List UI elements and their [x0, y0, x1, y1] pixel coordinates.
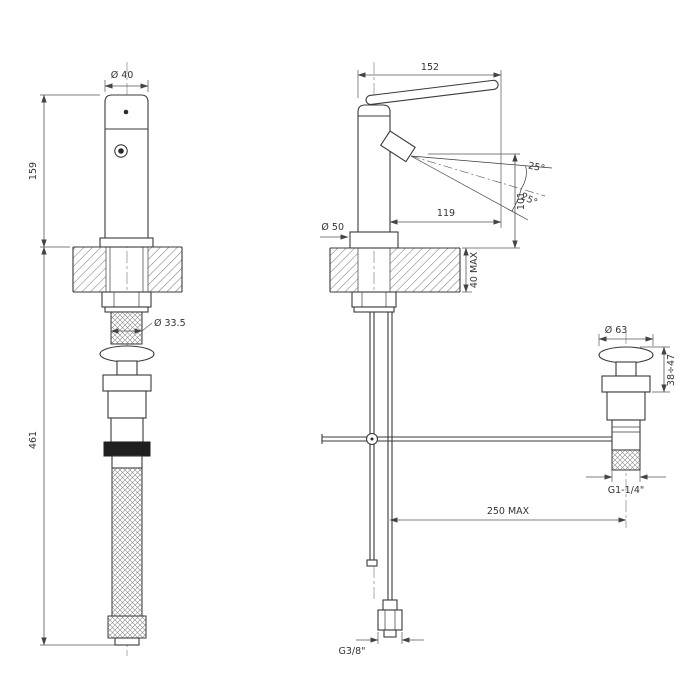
- dim-waste-reach-max: 250 MAX: [487, 506, 530, 517]
- front-dimensions: Ø 40 159 461 Ø 33.5: [28, 70, 186, 646]
- dim-shank-diameter: Ø 33.5: [154, 318, 186, 329]
- label-waste-thread: G1-1/4": [608, 485, 645, 496]
- countertop-front: [72, 246, 183, 293]
- washer-front: [104, 306, 149, 313]
- dim-waste-cap-diameter: Ø 63: [605, 325, 628, 336]
- base-escutcheon: [349, 231, 399, 249]
- set-screw-dot: [123, 109, 129, 115]
- mounting-hardware-front: [101, 291, 152, 345]
- faucet-body-side: [349, 79, 499, 249]
- mounting-nut-front: [101, 291, 152, 308]
- mounting-hardware-side: [351, 291, 397, 313]
- base-flange-front: [99, 237, 154, 248]
- spout-side: [379, 130, 416, 163]
- dim-overall-depth: 152: [421, 62, 439, 73]
- flex-hoses-front: [107, 467, 147, 646]
- threaded-shank-front: [110, 311, 143, 345]
- waste-cap-front: [99, 345, 155, 363]
- side-view: 25° 25°: [321, 62, 654, 638]
- supply-fitting: [377, 599, 403, 638]
- spray-axis: [410, 155, 546, 197]
- lift-rod-end: [366, 559, 378, 567]
- front-view: [72, 62, 183, 656]
- lever-handle: [365, 79, 499, 105]
- spray-cone: 25° 25°: [410, 155, 553, 221]
- braided-hose: [111, 467, 143, 617]
- dim-deck-thickness-max: 40 MAX: [469, 251, 480, 288]
- label-supply-thread: G3/8": [338, 646, 365, 657]
- dim-spray-angle-upper: 25°: [527, 161, 546, 175]
- mounting-nut-side: [351, 291, 397, 308]
- dim-top-diameter: Ø 40: [111, 70, 134, 81]
- waste-seal-band: [103, 441, 151, 457]
- dim-waste-height-range: 38÷47: [666, 354, 677, 386]
- popup-waste-side: [598, 332, 654, 528]
- popup-waste-front: [99, 345, 155, 469]
- dim-below-deck-height: 461: [28, 431, 39, 449]
- supply-nut: [377, 609, 403, 631]
- washer-side: [353, 306, 395, 313]
- waste-thread-section: [611, 449, 641, 471]
- countertop-side: [329, 247, 461, 293]
- hose-fitting-front: [107, 615, 147, 639]
- popup-rod-and-supply: [321, 312, 612, 600]
- faucet-body-front: [99, 94, 154, 248]
- waste-cap-side: [598, 346, 654, 364]
- dim-spout-reach: 119: [437, 208, 455, 219]
- side-dimensions: 152 119 101 Ø 50 40 MAX Ø 63 38÷47 G1-1/…: [320, 62, 677, 657]
- dim-base-diameter: Ø 50: [321, 222, 344, 233]
- dim-spout-height: 101: [516, 192, 527, 210]
- dim-body-height: 159: [28, 162, 39, 180]
